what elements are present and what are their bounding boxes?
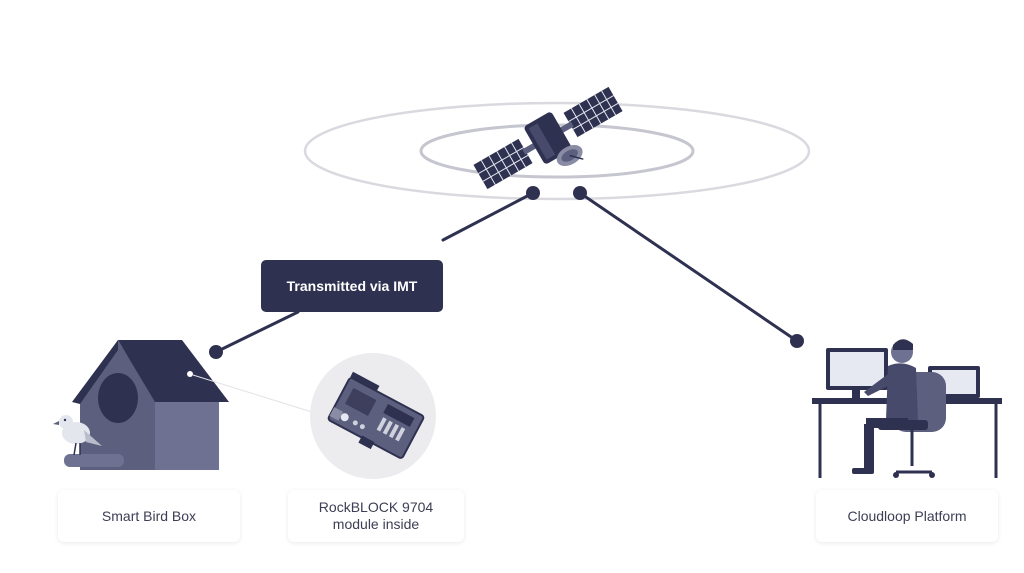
person-at-desk-icon [812, 339, 1002, 478]
bird-icon [53, 415, 102, 456]
cloudloop-card: Cloudloop Platform [816, 490, 998, 542]
downlink-line [578, 191, 799, 343]
bird-box-card: Smart Bird Box [58, 490, 240, 542]
birdbox-link-line [214, 310, 300, 354]
bird-house-icon [64, 340, 313, 470]
uplink-dot [526, 186, 540, 200]
downlink-dot [573, 186, 587, 200]
satellite-icon [473, 86, 623, 190]
module-label-line1: RockBLOCK 9704 [318, 499, 434, 515]
connection-lines [214, 191, 799, 354]
bird-box-label: Smart Bird Box [101, 507, 197, 524]
cloud-dot [790, 334, 804, 348]
cloudloop-label: Cloudloop Platform [847, 507, 967, 524]
circuit-board-icon [310, 353, 436, 479]
transmission-badge: Transmitted via IMT [261, 260, 443, 312]
module-label-line2: module inside [332, 516, 420, 532]
birdbox-dot [209, 345, 223, 359]
outer-orbit [303, 101, 811, 201]
uplink-line [441, 191, 535, 242]
module-card: RockBLOCK 9704 module inside [288, 490, 464, 542]
